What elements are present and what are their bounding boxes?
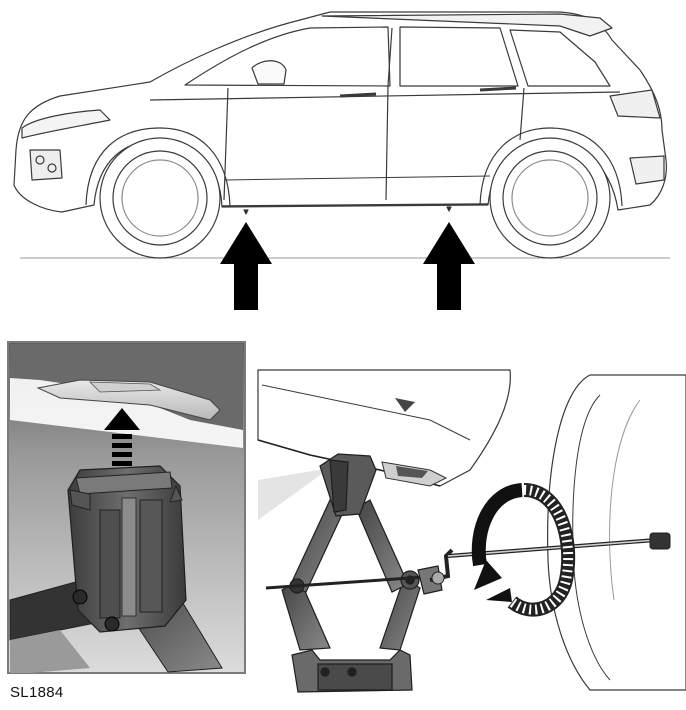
up-arrow-icon xyxy=(220,222,272,310)
clockwise-rotation-icon xyxy=(471,483,576,617)
jack-in-use-scene xyxy=(257,369,686,693)
figure-reference-code: SL1884 xyxy=(10,684,64,701)
dashed-up-arrow-icon xyxy=(104,408,140,466)
jacking-point-detail-inset xyxy=(7,341,246,674)
up-arrow-icon xyxy=(423,222,475,310)
suv-side-view-icon xyxy=(13,11,670,259)
